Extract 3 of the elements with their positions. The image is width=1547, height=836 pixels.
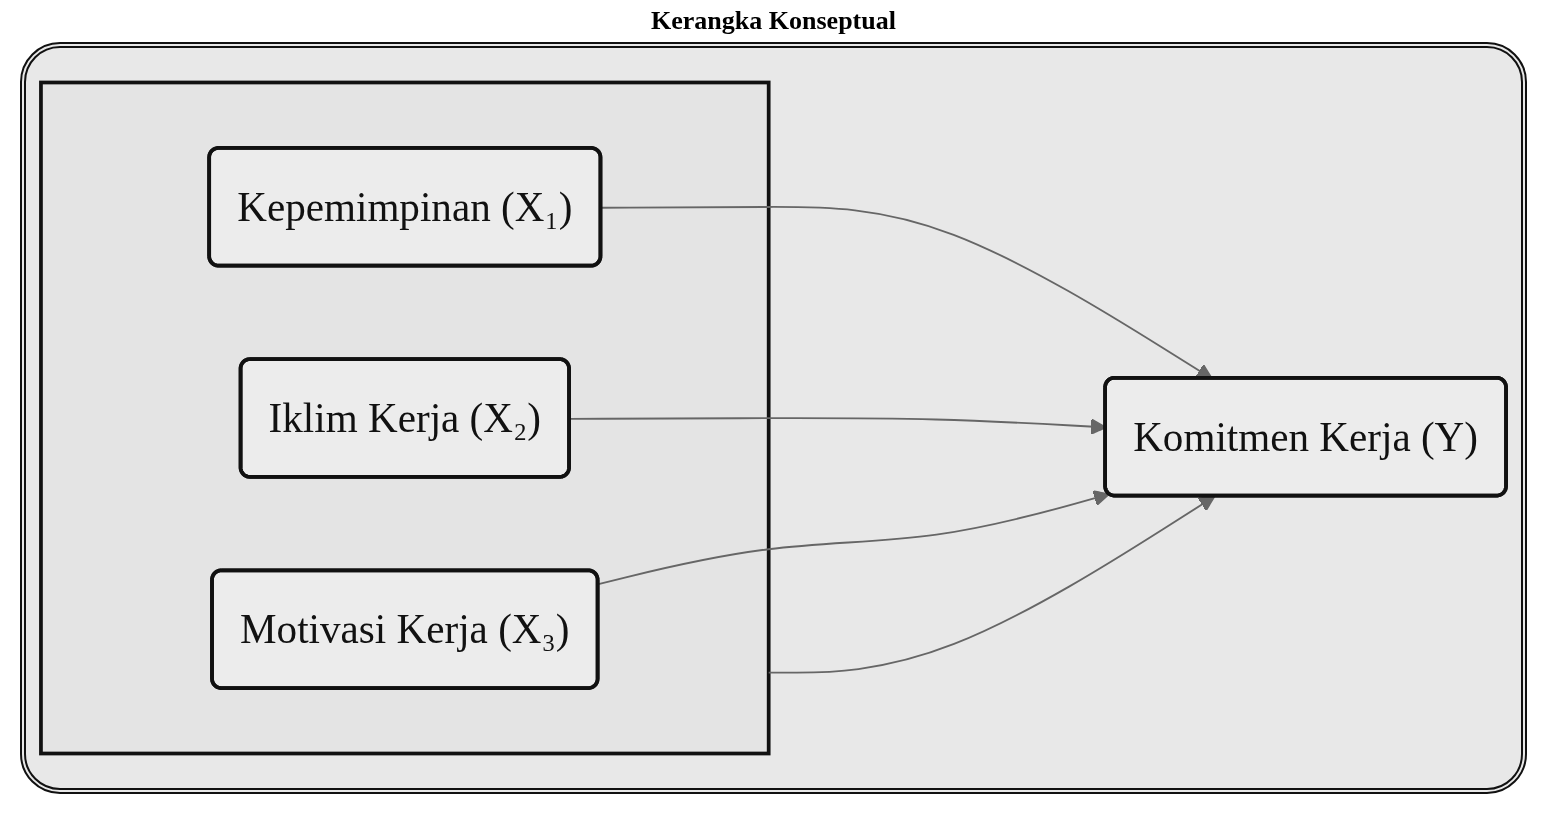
cluster xyxy=(39,80,771,756)
arrow xyxy=(767,495,1216,674)
diagram-title: Kerangka Konseptual xyxy=(650,6,897,36)
